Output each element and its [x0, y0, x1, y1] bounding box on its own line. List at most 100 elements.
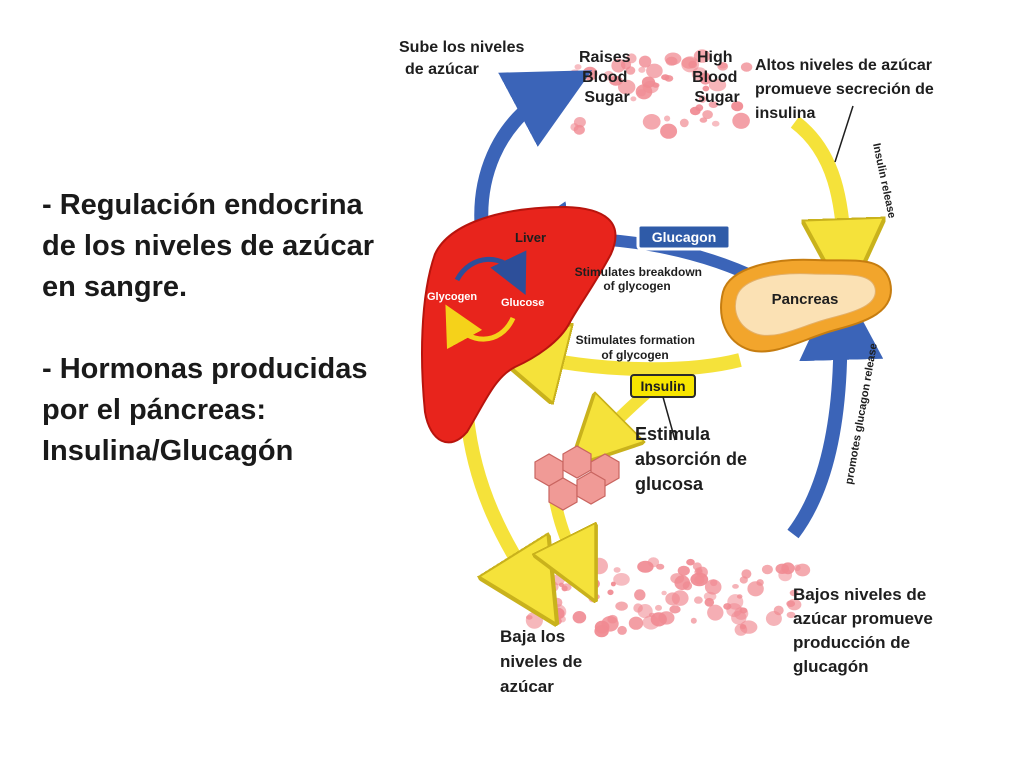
blood-cell	[694, 569, 703, 575]
blood-cell	[670, 573, 685, 584]
raise-es-line-1: Sube los niveles	[399, 39, 524, 56]
blood-cell	[789, 589, 799, 597]
blood-cell	[561, 99, 570, 105]
blood-cell	[633, 603, 643, 613]
blood-cell	[609, 75, 623, 86]
blood-cell	[691, 67, 708, 81]
blood-cell	[660, 123, 678, 139]
blood-cell	[761, 564, 773, 575]
liver-label: Liver	[515, 230, 546, 245]
blood-cell	[708, 78, 727, 92]
svg-text:Baja los niveles de az: Baja los niveles de azúcar	[500, 627, 587, 696]
blood-cell	[702, 110, 713, 120]
blood-cell	[694, 575, 705, 585]
svg-text:High Blood Sugar: High Blood Sugar	[692, 49, 742, 106]
blood-cell	[699, 117, 708, 123]
baja-line-3: azúcar	[500, 677, 554, 696]
svg-text:Bajos niveles de azúcar pr: Bajos niveles de azúcar promueve producc…	[793, 585, 938, 676]
altos-line-3: insulina	[755, 105, 816, 122]
glucagon-release-arrow	[787, 276, 884, 539]
blood-cell	[661, 74, 670, 81]
blood-cell	[656, 563, 665, 570]
blood-cell	[589, 578, 600, 589]
glycogen-to-glucose-arrow	[454, 250, 527, 296]
blood-cell	[702, 85, 710, 92]
baja-line-2: niveles de	[500, 652, 582, 671]
blood-cell	[661, 590, 667, 596]
altos-line-1: Altos niveles de azúcar	[755, 57, 932, 74]
low-blood-sugar-cells	[517, 554, 811, 638]
blood-cell	[561, 583, 572, 591]
cells-to-blood-arrow	[555, 498, 580, 570]
blood-cell	[710, 579, 718, 587]
breakdown-line-1: Stimulates breakdown	[575, 265, 702, 279]
glycogen-label: Glycogen	[427, 291, 477, 303]
blood-cell	[698, 95, 707, 103]
svg-text:Sube los niveles de azúcar: Sube los niveles de azúcar	[399, 39, 529, 78]
blood-cell	[646, 63, 663, 79]
blood-cell	[704, 597, 715, 607]
altos-pointer	[834, 105, 854, 163]
blood-cell	[628, 616, 644, 630]
altos-line-2: promueve secreción de	[755, 81, 934, 98]
blood-cell	[671, 590, 689, 606]
blood-cell	[679, 118, 689, 128]
raise-es-line-2: de azúcar	[405, 61, 479, 78]
pancreas-label: Pancreas	[772, 291, 839, 308]
blood-cell	[736, 594, 743, 599]
bullet-hormones: - Hormonas producidas por el páncreas: I…	[42, 353, 368, 467]
pancreas-inner	[734, 273, 876, 336]
blood-cell	[568, 69, 581, 80]
blood-cell	[732, 112, 750, 129]
blood-cell	[732, 584, 739, 589]
high-line-1: High	[697, 49, 733, 66]
blood-cell	[707, 604, 724, 621]
glucagon-release-label: promotes glucagon release	[843, 342, 880, 485]
glucose-to-glycogen-arrow	[445, 304, 516, 350]
bullet-regulation: - Regulación endocrina de los niveles de…	[42, 189, 375, 303]
blood-cell	[682, 581, 693, 591]
estimula-line-3: glucosa	[635, 474, 704, 494]
blood-cell	[559, 560, 566, 566]
target-cells	[534, 445, 620, 511]
blood-cell	[747, 581, 764, 597]
insulin-release-label: Insulin release	[870, 142, 898, 219]
raises-line-3: Sugar	[584, 89, 629, 106]
blood-cell	[590, 557, 608, 575]
blood-cell	[686, 558, 695, 566]
blood-cell	[637, 560, 654, 573]
blood-cell	[704, 579, 722, 595]
blood-cell	[734, 607, 749, 620]
raises-line-1: Raises	[579, 49, 631, 66]
blood-cell	[765, 611, 782, 626]
blood-cell	[550, 607, 565, 620]
bajos-line-4: glucagón	[793, 657, 869, 676]
blood-cell	[607, 589, 614, 596]
blood-cell	[781, 562, 795, 575]
blood-cell	[740, 62, 753, 72]
blood-cell	[613, 573, 630, 586]
blood-cell	[786, 600, 796, 607]
blood-cell	[526, 615, 533, 620]
blood-cell	[695, 104, 704, 112]
high-line-2: Blood	[692, 69, 737, 86]
estimula-pointer	[662, 396, 676, 441]
estimula-line-1: Estimula	[635, 424, 711, 444]
blood-cell	[731, 101, 744, 112]
slide-text: - Regulación endocrina de los niveles de…	[42, 185, 392, 472]
blood-cell	[613, 567, 621, 573]
svg-text:Stimulates breakdown of gl: Stimulates breakdown of glycogen	[575, 265, 706, 293]
blood-cell	[564, 568, 574, 576]
blood-cell	[636, 89, 646, 97]
formation-line-1: Stimulates formation	[576, 333, 695, 347]
blood-cell	[717, 62, 729, 71]
blood-cell	[690, 617, 697, 624]
blood-cell	[669, 605, 681, 614]
blood-cell	[681, 56, 700, 73]
glucagon-tag-label: Glucagon	[652, 229, 717, 245]
blood-cell	[740, 624, 747, 630]
blood-cell	[565, 78, 578, 88]
blood-cell	[526, 599, 540, 610]
glucose-label: Glucose	[501, 297, 544, 309]
formation-line-2: of glycogen	[601, 348, 668, 362]
